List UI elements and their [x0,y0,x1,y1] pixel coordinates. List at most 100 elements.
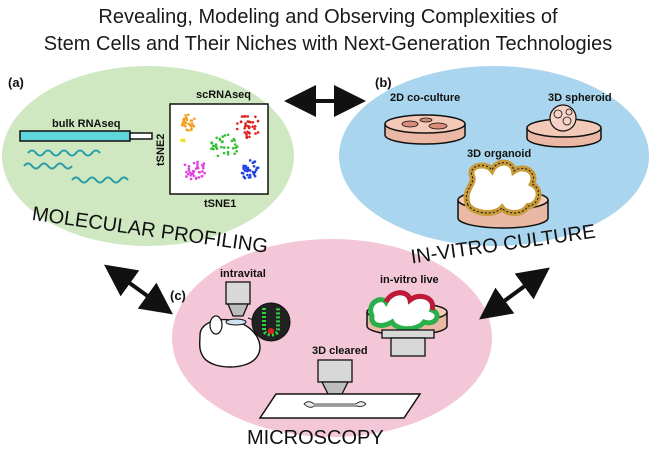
tsne-point [221,140,224,143]
tsne-point [191,122,194,125]
tsne-point [226,150,230,154]
panel-c-ellipse [172,239,492,437]
cleared-3d-label: 3D cleared [312,345,368,357]
tsne-point [248,159,252,162]
tsne-point [190,127,193,130]
tsne-point [232,137,236,141]
tsne-point [191,172,195,175]
dish-spheroid [526,104,602,148]
tsne-point [243,176,247,180]
tsne-point [246,168,249,172]
tsne-point [248,173,252,177]
tsne-point [181,139,184,142]
arrow-b-c [479,267,550,320]
tsne-point [200,175,204,178]
spheroid-3d-label: 3D spheroid [548,92,612,104]
tsne-point [233,152,236,156]
tsne-point [190,119,194,122]
tsne-point [235,127,239,131]
tsne-point [218,138,222,142]
tsne-point [220,145,223,149]
tsne-point [221,135,224,138]
tsne-point [201,170,204,173]
rna-strand-3 [71,176,129,184]
tsne-point [202,164,205,168]
bulk-rnaseq-label: bulk RNAseq [52,118,120,130]
bulk-rnaseq-bar [19,130,131,142]
tsne-point [251,125,254,128]
tsne-point [243,131,247,134]
tsne-point [183,163,187,167]
tsne-point [203,171,206,175]
tsne-point [243,127,246,130]
panel-c-caption: MICROSCOPY [247,427,384,449]
tsne-scatter [180,113,260,181]
tsne-point [202,162,206,165]
tsne-point [249,175,252,179]
tsne-point [187,167,191,171]
tsne-point [198,171,201,174]
tsne-point [243,169,247,172]
tsne-point [240,115,244,118]
tsne-point [256,119,260,123]
tsne-point [197,176,201,179]
tsne-point [239,120,243,123]
tsne-x-axis-label: tSNE1 [204,198,236,210]
tsne-point [184,114,187,117]
tsne-point [242,164,245,168]
panel-a-letter: (a) [8,75,24,90]
tsne-point [226,153,230,156]
tsne-point [234,143,237,146]
tsne-point [245,132,248,136]
tsne-point [194,167,198,170]
bulk-rnaseq-bar-tail [129,132,153,140]
tsne-point [253,125,257,128]
tsne-point [210,141,213,144]
tsne-point [223,134,227,137]
tsne-y-axis-label: tSNE2 [155,134,167,166]
panel-b-letter: (b) [375,75,392,90]
arrow-a-c [104,264,173,315]
panel-c-letter: (c) [170,288,186,303]
tsne-point [184,125,187,128]
tsne-point [246,115,250,118]
tsne-point [242,167,245,171]
tsne-point [189,177,193,181]
tsne-point [183,117,186,120]
tsne-plot-frame [169,103,269,195]
intravital-microscope [198,281,291,368]
tsne-point [187,129,190,132]
tsne-point [215,147,219,150]
tsne-point [222,146,226,149]
in-vitro-live-label: in-vitro live [380,274,439,286]
tsne-point [253,160,257,163]
tsne-point [226,146,230,149]
intravital-label: intravital [220,268,266,280]
tsne-point [226,133,230,137]
dish-2d [384,114,466,145]
tsne-point [254,168,258,172]
organoid-3d-label: 3D organoid [467,148,531,160]
tsne-point [185,170,188,174]
tsne-point [187,165,191,168]
tsne-point [246,166,250,170]
tsne-point [231,147,235,150]
tsne-point [254,115,257,119]
tsne-point [230,139,234,143]
tsne-point [252,164,256,168]
tsne-point [212,144,215,148]
tsne-point [244,115,247,118]
tsne-point [253,127,256,131]
tsne-point [196,162,199,166]
tsne-point [254,132,257,135]
tsne-point [187,113,190,116]
tsne-point [214,144,217,148]
tsne-point [192,161,196,165]
tsne-point [236,122,239,125]
tsne-point [245,136,249,139]
tsne-point [184,121,188,125]
tsne-point [210,147,213,150]
tsne-point [244,164,247,168]
